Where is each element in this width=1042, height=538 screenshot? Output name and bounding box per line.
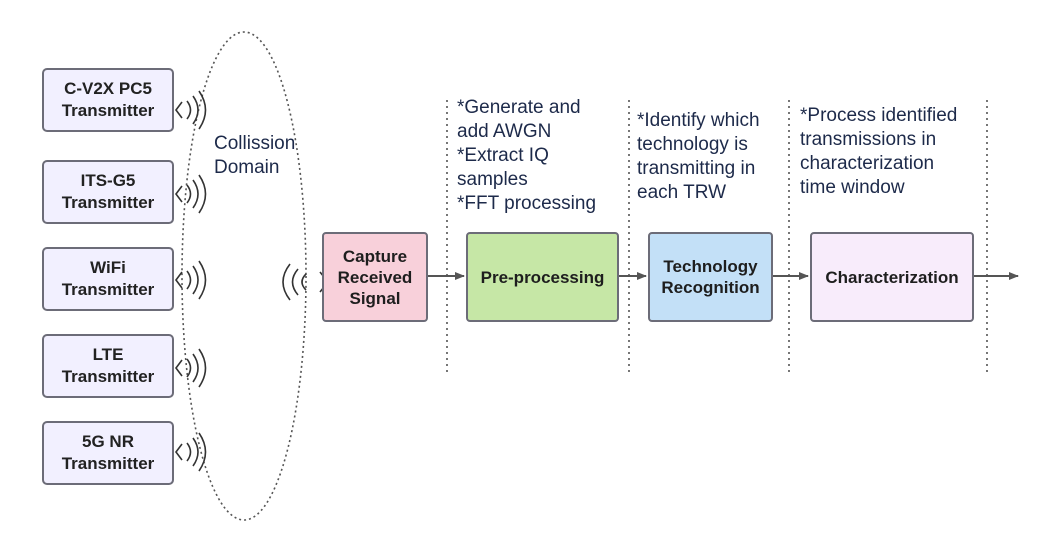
antenna-waves-icon	[175, 432, 207, 472]
transmitter-box-cv2x: C-V2X PC5 Transmitter	[42, 68, 174, 132]
capture-signal-block: Capture Received Signal	[322, 232, 428, 322]
preprocessing-block: Pre-processing	[466, 232, 619, 322]
antenna-waves-icon	[175, 348, 207, 388]
antenna-waves-icon	[175, 90, 207, 130]
transmitter-box-itsg5: ITS-G5 Transmitter	[42, 160, 174, 224]
characterization-block: Characterization	[810, 232, 974, 322]
collision-domain-label: Collission Domain	[214, 133, 296, 178]
transmitter-box-wifi: WiFi Transmitter	[42, 247, 174, 311]
recognition-note: *Identify which technology is transmitti…	[637, 110, 760, 203]
transmitter-box-5gnr: 5G NR Transmitter	[42, 421, 174, 485]
preprocessing-note: *Generate and add AWGN *Extract IQ sampl…	[457, 97, 597, 214]
transmitter-box-lte: LTE Transmitter	[42, 334, 174, 398]
technology-recognition-block: Technology Recognition	[648, 232, 773, 322]
antenna-waves-icon	[175, 174, 207, 214]
antenna-waves-icon	[175, 260, 207, 300]
characterization-note: *Process identified transmissions in cha…	[800, 105, 958, 198]
collision-domain-ellipse	[181, 31, 307, 521]
